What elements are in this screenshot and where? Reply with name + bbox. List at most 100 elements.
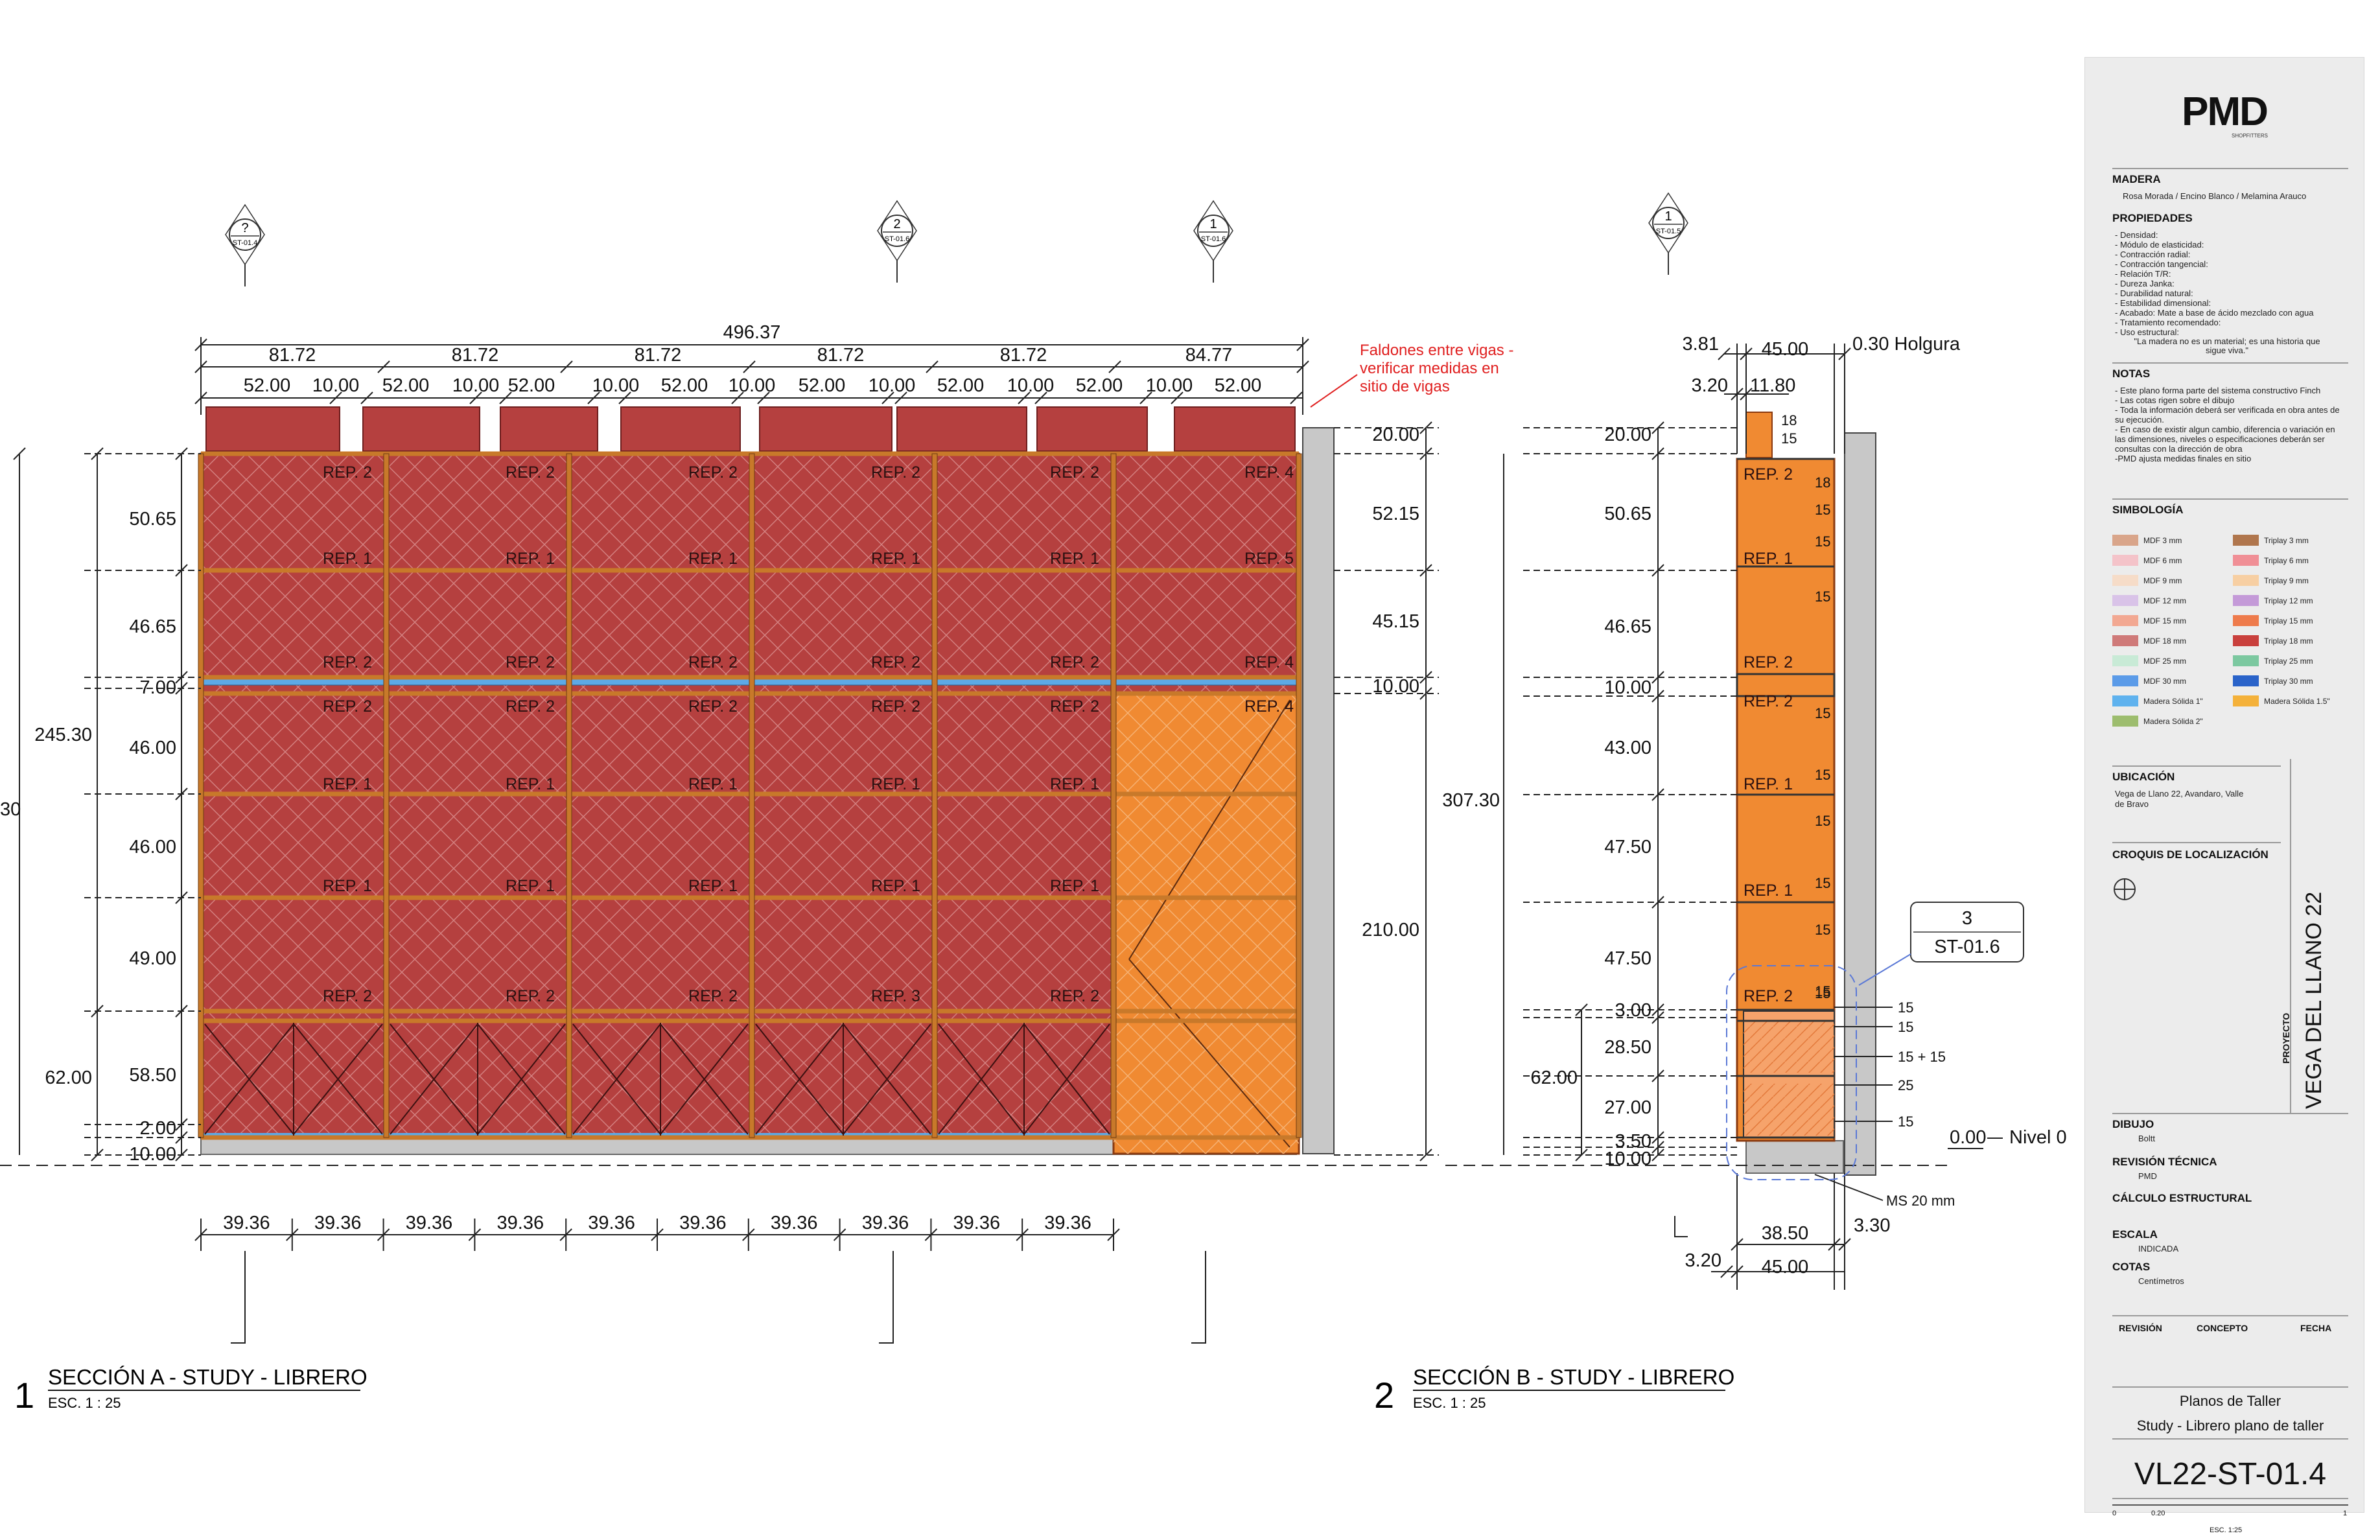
dim-tick xyxy=(1034,391,1047,404)
legend-swatch xyxy=(2233,695,2259,706)
dim-group: 307.30 xyxy=(1442,790,1500,811)
rep-label: REP. 4 xyxy=(1244,463,1294,482)
rep-label: REP. 1 xyxy=(1744,550,1793,568)
rep-label: REP. 1 xyxy=(506,877,555,895)
inner-dim: 15 xyxy=(1815,875,1830,891)
property-line: - Durabilidad natural: xyxy=(2115,288,2193,298)
rep-label: REP. 1 xyxy=(688,550,738,568)
legend-swatch xyxy=(2233,595,2259,606)
rep-label: REP. 1 xyxy=(688,775,738,793)
view-scale: ESC. 1 : 25 xyxy=(1413,1395,1486,1411)
dim-tick xyxy=(1419,447,1432,460)
legend-swatch xyxy=(2112,655,2138,666)
dim-top: 3.81 xyxy=(1683,334,1719,355)
note-line: - Toda la información deberá ser verific… xyxy=(2115,405,2340,425)
legend-label: MDF 18 mm xyxy=(2143,636,2186,646)
property-line: - Relación T/R: xyxy=(2115,269,2171,279)
post xyxy=(566,453,572,1138)
plan-subtitle: Study - Librero plano de taller xyxy=(2136,1418,2324,1434)
rep-label: REP. 2 xyxy=(688,653,738,671)
ms-label: MS 20 mm xyxy=(1886,1193,1955,1209)
dim-beam: 52.00 xyxy=(937,375,985,396)
dim-bottom: 3.30 xyxy=(1854,1215,1890,1236)
rep-label: REP. 4 xyxy=(1244,653,1294,671)
section-b-dimensions xyxy=(1445,344,2003,1290)
section-a: REP. 2 REP. 1 REP. 2 REP. 2 REP. 1 REP. 1 REP.… xyxy=(0,322,1439,1344)
dim-beam: 10.00 xyxy=(1146,375,1193,396)
rep-label: REP. 2 xyxy=(871,697,920,716)
view-number: 2 xyxy=(1374,1375,1394,1416)
dim-tick xyxy=(926,360,939,373)
dim-tick xyxy=(881,391,894,404)
company-logo: PMD SHOPFITTERS xyxy=(2182,89,2269,139)
property-line: - Contracción radial: xyxy=(2115,250,2191,259)
legend-label: Madera Sólida 2" xyxy=(2143,717,2203,726)
cut-line xyxy=(1191,1335,1206,1344)
view-title-2: 2 SECCIÓN B - STUDY - LIBRERO ESC. 1 : 2… xyxy=(1374,1365,1734,1416)
base-braces xyxy=(204,1023,1110,1136)
section-marker: ?ST-01.4 xyxy=(225,204,265,286)
inner-dim: 15 xyxy=(1815,922,1830,938)
layer-tag: 15 xyxy=(1898,999,1913,1016)
dim-tick xyxy=(587,391,600,404)
dim-row: 46.65 xyxy=(129,616,176,637)
nivel-label: Nivel 0 xyxy=(2009,1127,2067,1148)
rep-label: REP. 2 xyxy=(323,653,372,671)
dim-beam: 10.00 xyxy=(869,375,916,396)
marker-ref: ST-01.6 xyxy=(1201,235,1226,243)
legend-label: MDF 30 mm xyxy=(2143,677,2186,686)
vertical-posts xyxy=(198,453,1302,1138)
legend-label: MDF 15 mm xyxy=(2143,616,2186,625)
dim-right: 52.15 xyxy=(1372,504,1419,524)
legend-swatch xyxy=(2112,535,2138,546)
legend-label: Triplay 9 mm xyxy=(2264,576,2309,585)
property-line: - Módulo de elasticidad: xyxy=(2115,240,2204,250)
property-line: - Contracción tangencial: xyxy=(2115,259,2208,269)
dim-bay: 81.72 xyxy=(452,345,499,366)
ceiling-beams xyxy=(205,406,1296,452)
project-column: PROYECTO VEGA DEL LLANO 22 xyxy=(2281,759,2350,1113)
section-marker: 1ST-01.5 xyxy=(1648,192,1688,275)
legend-swatch xyxy=(2112,575,2138,586)
inner-dim: 15 xyxy=(1815,705,1830,721)
dim-bottom: 39.36 xyxy=(406,1213,453,1233)
rep-label: REP. 1 xyxy=(1050,877,1099,895)
marker-number: 2 xyxy=(893,217,900,231)
rep-label: REP. 1 xyxy=(1050,550,1099,568)
rep-label: REP. 1 xyxy=(323,877,372,895)
dim-group: 62.00 xyxy=(1530,1068,1578,1088)
dim-tick xyxy=(1720,1265,1733,1278)
legend-swatch xyxy=(2112,595,2138,606)
section-drawings: REP. 2 REP. 1 REP. 2 REP. 2 REP. 1 REP. 1 REP.… xyxy=(0,192,2067,1416)
dim-bottom: 39.36 xyxy=(862,1213,909,1233)
note-line: -PMD ajusta medidas finales en sitio xyxy=(2115,454,2252,463)
graphic-scale: 0 0.20 1 ESC. 1:25 xyxy=(2112,1504,2348,1537)
layer-tag: 15 xyxy=(1898,1019,1913,1035)
dim-row: 50.65 xyxy=(1604,504,1651,524)
section-b-rail xyxy=(1736,673,1836,697)
inner-dim: 15 xyxy=(1815,813,1830,829)
dim-right: 10.00 xyxy=(1372,676,1419,697)
cut-line xyxy=(1674,1216,1688,1237)
view-number: 1 xyxy=(14,1375,34,1416)
dim-top: 11.80 xyxy=(1750,375,1795,396)
rep-labels: REP. 2 REP. 1 REP. 2 REP. 2 REP. 1 REP. 1 REP.… xyxy=(323,463,1294,1005)
dibujo-section: DIBUJO Boltt REVISIÓN TÉCNICA PMD CÁLCUL… xyxy=(2112,1118,2252,1286)
callout-ref: ST-01.6 xyxy=(1934,937,2000,957)
section-b-shelves xyxy=(1736,458,1836,1139)
rep-label: REP. 2 xyxy=(1744,653,1793,671)
legend-swatch xyxy=(2233,575,2259,586)
legend-label: Triplay 6 mm xyxy=(2264,556,2309,565)
legend-swatch xyxy=(2112,695,2138,706)
note-line: - Este plano forma parte del sistema con… xyxy=(2115,386,2321,395)
dim-beam: 10.00 xyxy=(592,375,640,396)
section-b-wall xyxy=(1844,432,1876,1176)
rep-label: REP. 1 xyxy=(1744,881,1793,900)
property-line: - Uso estructural: xyxy=(2115,327,2179,337)
dim-tick xyxy=(743,360,756,373)
property-line: - Acabado: Mate a base de ácido mezclado… xyxy=(2115,308,2314,318)
dim-bottom: 39.36 xyxy=(497,1213,544,1233)
